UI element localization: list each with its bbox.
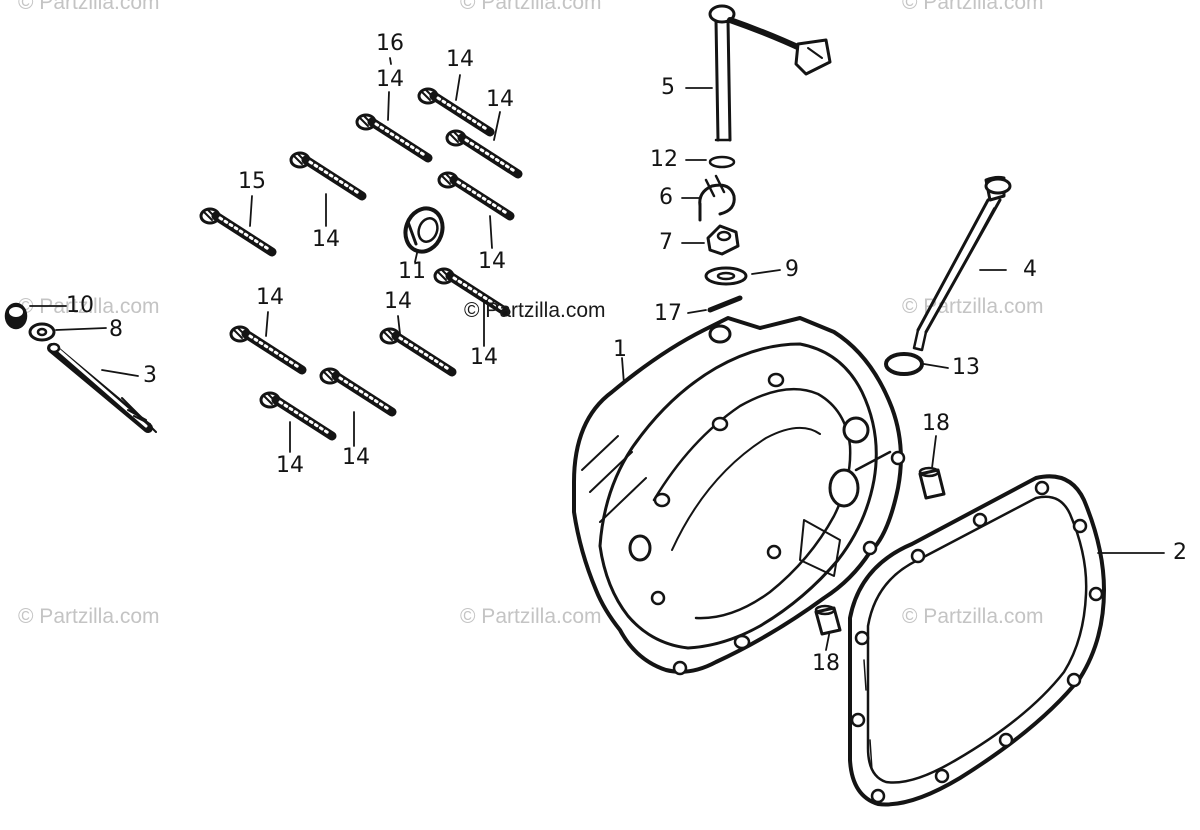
collar-part-7 [706,224,740,256]
callout-9: 9 [785,257,799,282]
callout-11: 11 [398,259,426,284]
callout-14-b: 14 [446,47,474,72]
callout-2: 2 [1173,540,1187,565]
watermark-top-left: © Partzilla.com [18,0,160,14]
callout-14-f: 14 [256,285,284,310]
callout-1: 1 [613,337,627,362]
callout-16: 16 [376,31,404,56]
callout-8: 8 [109,317,123,342]
callout-18-a: 18 [922,411,950,436]
pin-part-17 [707,295,743,313]
washer-part-12 [708,155,736,169]
callout-14-h: 14 [470,345,498,370]
callout-12: 12 [650,147,678,172]
spring-part-6 [698,174,736,222]
callout-18-b: 18 [812,651,840,676]
callout-14-c: 14 [486,87,514,112]
callout-14-e: 14 [478,249,506,274]
callout-14-a: 14 [376,67,404,92]
watermark-low-right: © Partzilla.com [902,605,1044,628]
watermark-center: © Partzilla.com [464,299,606,322]
watermark-low-center: © Partzilla.com [460,605,602,628]
callout-14-i: 14 [276,453,304,478]
bolts [201,89,518,436]
callout-15: 15 [238,169,266,194]
washer-part-8 [28,322,56,342]
washer-part-9 [704,266,748,286]
leader-lines [29,57,1165,651]
callout-14-g: 14 [384,289,412,314]
callout-10: 10 [66,293,94,318]
watermark-mid-left: © Partzilla.com [18,295,160,318]
o-ring-part-13 [884,352,924,376]
gasket-part-2 [848,474,1106,807]
watermark-top-right: © Partzilla.com [902,0,1044,14]
callout-3: 3 [143,363,157,388]
callout-6: 6 [659,185,673,210]
dipstick-part-4 [912,175,1012,352]
callout-14-j: 14 [342,445,370,470]
callout-13: 13 [952,355,980,380]
shaft-part-3 [47,342,157,433]
callout-7: 7 [659,230,673,255]
watermark-low-left: © Partzilla.com [18,605,160,628]
watermark-top-center: © Partzilla.com [460,0,602,14]
callout-17: 17 [654,301,682,326]
nut-part-10 [4,302,28,330]
callout-5: 5 [661,75,675,100]
crankcase-cover-part-1 [572,316,906,676]
dowel-pin-part-18-lower [814,604,842,636]
callout-14-d: 14 [312,227,340,252]
shaft-part-5 [708,4,832,142]
dowel-pin-part-18 [918,466,946,500]
callout-4: 4 [1023,257,1037,282]
oil-seal-part-11 [403,206,445,254]
